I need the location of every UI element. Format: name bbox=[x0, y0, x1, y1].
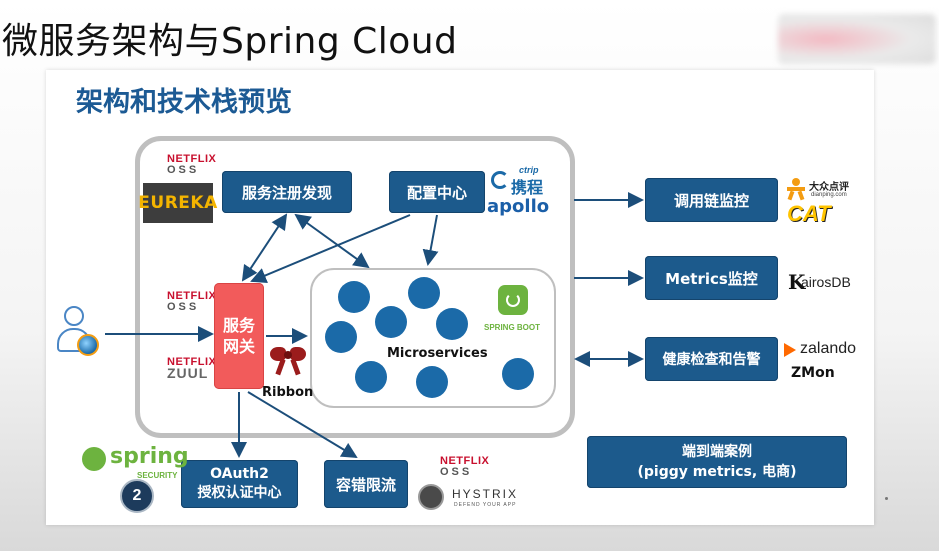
microservices-label: Microservices bbox=[387, 346, 488, 361]
eureka-logo: EUREKA bbox=[138, 183, 217, 223]
tracing-monitor-box: 调用链监控 bbox=[645, 178, 778, 222]
slide-title: 微服务架构与Spring Cloud bbox=[2, 21, 458, 62]
power-icon bbox=[498, 285, 528, 315]
slide-dot bbox=[885, 497, 888, 500]
ribbon-bow-icon bbox=[268, 343, 308, 379]
registry-services-arrow bbox=[294, 213, 370, 269]
spring-boot-logo: SPRING BOOT bbox=[484, 285, 544, 335]
zmon-label: ZMon bbox=[791, 365, 835, 381]
ctrip-logo: ctrip 携程 bbox=[491, 165, 551, 197]
gateway-hystrix-arrow bbox=[247, 391, 358, 459]
api-gateway-box: 服务网关 bbox=[214, 283, 264, 389]
panel-title: 架构和技术栈预览 bbox=[76, 87, 292, 118]
config-center-box: 配置中心 bbox=[389, 171, 485, 213]
dianping-figure-icon bbox=[785, 178, 807, 201]
service-node bbox=[436, 308, 468, 340]
service-registry-box: 服务注册发现 bbox=[222, 171, 352, 213]
service-node bbox=[502, 358, 534, 390]
zalando-logo: zalando bbox=[784, 340, 869, 360]
health-check-box: 健康检查和告警 bbox=[645, 337, 778, 381]
oauth2-badge-icon: 2 bbox=[120, 479, 154, 513]
kairosdb-logo: K airosDB bbox=[788, 270, 851, 294]
ribbon-label: Ribbon bbox=[262, 385, 314, 400]
zalando-play-icon bbox=[784, 343, 796, 357]
spring-security-logo: spring SECURITY 2 bbox=[82, 444, 189, 514]
hystrix-mascot-icon bbox=[418, 484, 444, 510]
service-node bbox=[325, 321, 357, 353]
hystrix-logo: HYSTRIX DEFEND YOUR APP bbox=[418, 484, 528, 514]
service-node bbox=[408, 277, 440, 309]
service-node bbox=[338, 281, 370, 313]
spring-leaf-icon bbox=[82, 447, 106, 471]
service-node bbox=[416, 366, 448, 398]
service-node bbox=[375, 306, 407, 338]
service-node bbox=[355, 361, 387, 393]
config-services-arrow bbox=[422, 214, 439, 266]
dianping-logo: 大众点评 dianping.com CAT bbox=[785, 176, 865, 226]
apollo-logo: apollo bbox=[487, 196, 550, 217]
user-icon bbox=[55, 306, 101, 358]
fault-tolerance-box: 容错限流 bbox=[324, 460, 408, 508]
blurred-logo bbox=[778, 14, 936, 64]
metrics-monitor-box: Metrics监控 bbox=[645, 256, 778, 300]
e2e-case-box: 端到端案例(piggy metrics, 电商) bbox=[587, 436, 847, 488]
config-gateway-arrow bbox=[250, 214, 411, 283]
browser-globe-icon bbox=[77, 334, 99, 356]
ctrip-swirl-icon bbox=[491, 171, 509, 189]
